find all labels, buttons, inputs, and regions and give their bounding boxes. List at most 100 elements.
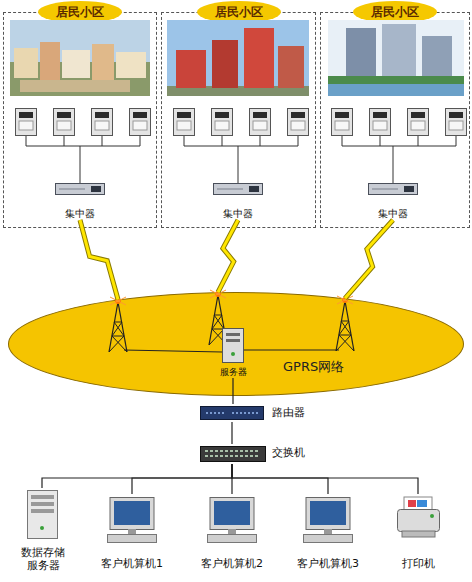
client-computer: [208, 498, 257, 543]
concentrator-device: [56, 184, 105, 195]
server-slot: [226, 339, 240, 342]
meter-symbol: [212, 109, 233, 136]
lightning-link: [80, 220, 118, 300]
photo-building: [62, 50, 90, 78]
photo-building: [92, 44, 114, 80]
meter-symbol: [54, 109, 75, 136]
node-label: 居民小区: [38, 1, 122, 23]
photo-building: [244, 28, 274, 88]
node-label: 居民小区: [353, 1, 437, 23]
photo-street: [20, 80, 130, 92]
lightning-link: [218, 220, 238, 292]
meter-symbol: [332, 109, 353, 136]
meter-wire: [342, 136, 456, 183]
node-label: 居民小区: [197, 1, 281, 23]
client-computer: 客户机算机1: [92, 494, 172, 570]
storage-led: [40, 526, 44, 530]
photo-building: [422, 36, 452, 84]
network-cable: [231, 422, 232, 444]
meter-wire: [184, 136, 298, 183]
router: 路由器: [198, 404, 310, 422]
printer-paper-image: [408, 500, 416, 507]
storage-server: [28, 491, 58, 539]
network-cable: [232, 378, 233, 404]
lightning-outline: [218, 220, 238, 292]
meter-wire: [26, 136, 140, 183]
concentrator-device: [369, 184, 418, 195]
network-cable: [231, 464, 232, 494]
lightning-outline: [80, 220, 118, 300]
meter-symbol: [250, 109, 271, 136]
storage-server: 数据存储服务器: [12, 488, 74, 572]
server-led: [231, 352, 235, 356]
photo-water: [328, 84, 464, 96]
photo-sky: [10, 20, 150, 96]
meter-symbol: [16, 109, 37, 136]
concentrator-device: [214, 184, 263, 195]
photo-ground: [167, 86, 309, 96]
photo-building: [382, 24, 416, 84]
switch-device: [201, 447, 266, 462]
client-computer: 客户机算机2: [192, 494, 272, 570]
node-label: 集中器: [208, 208, 268, 220]
concentrator: 集中器: [363, 178, 423, 220]
lightning-bolt: [345, 220, 393, 298]
switch-ports: [205, 451, 260, 456]
switch: 交换机: [198, 444, 310, 464]
photo-building: [40, 42, 60, 80]
concentrator: 集中器: [208, 178, 268, 220]
printer: 打印机: [380, 494, 456, 570]
node-label: 客户机算机2: [192, 557, 272, 570]
node-label: 客户机算机1: [92, 557, 172, 570]
residential-area: 居民小区集中器: [3, 12, 157, 228]
client-computer: [304, 498, 353, 543]
printer-paper: [404, 497, 432, 511]
photo-ground: [10, 62, 150, 96]
meter-symbol: [408, 109, 429, 136]
meter-symbol: [370, 109, 391, 136]
node-label: 集中器: [50, 208, 110, 220]
server: 服务器: [208, 326, 258, 378]
printer-led: [430, 514, 434, 518]
residential-area: 居民小区集中器: [161, 12, 316, 228]
storage-slot: [31, 509, 54, 513]
lightning-outline: [345, 220, 393, 298]
tower-symbol: [336, 296, 354, 351]
photo-building: [116, 52, 146, 78]
photo-trees: [328, 76, 464, 84]
node-label: 数据存储服务器: [19, 546, 67, 572]
tower-link: [124, 345, 339, 352]
network-cable: [42, 464, 232, 488]
node-label: 服务器: [208, 367, 258, 378]
photo-building: [14, 48, 38, 78]
node-label: 客户机算机3: [288, 557, 368, 570]
gprs-network: GPRS网络服务器: [8, 292, 464, 396]
tower-symbol: [209, 290, 227, 345]
printer-body: [398, 510, 440, 532]
meter-symbol: [174, 109, 195, 136]
network-cable: [232, 464, 418, 494]
server-slot: [226, 333, 240, 336]
photo-building: [212, 40, 238, 88]
lightning-link: [345, 220, 393, 298]
photo-sky: [328, 20, 464, 96]
storage-slot: [31, 502, 54, 506]
node-label: 集中器: [363, 208, 423, 220]
network-cable: [132, 464, 232, 494]
node-label: 交换机: [272, 446, 305, 460]
concentrator: 集中器: [50, 178, 110, 220]
meter-symbol: [92, 109, 113, 136]
photo-building: [176, 50, 206, 88]
photo-building: [278, 46, 304, 88]
photo-building: [346, 28, 376, 84]
router-ports: [206, 412, 258, 414]
meter-symbol: [130, 109, 151, 136]
meter-symbol: [288, 109, 309, 136]
network-cable: [232, 464, 328, 494]
photo-sky: [167, 20, 309, 96]
client-computer: 客户机算机3: [288, 494, 368, 570]
printer-paper-image: [417, 500, 427, 507]
